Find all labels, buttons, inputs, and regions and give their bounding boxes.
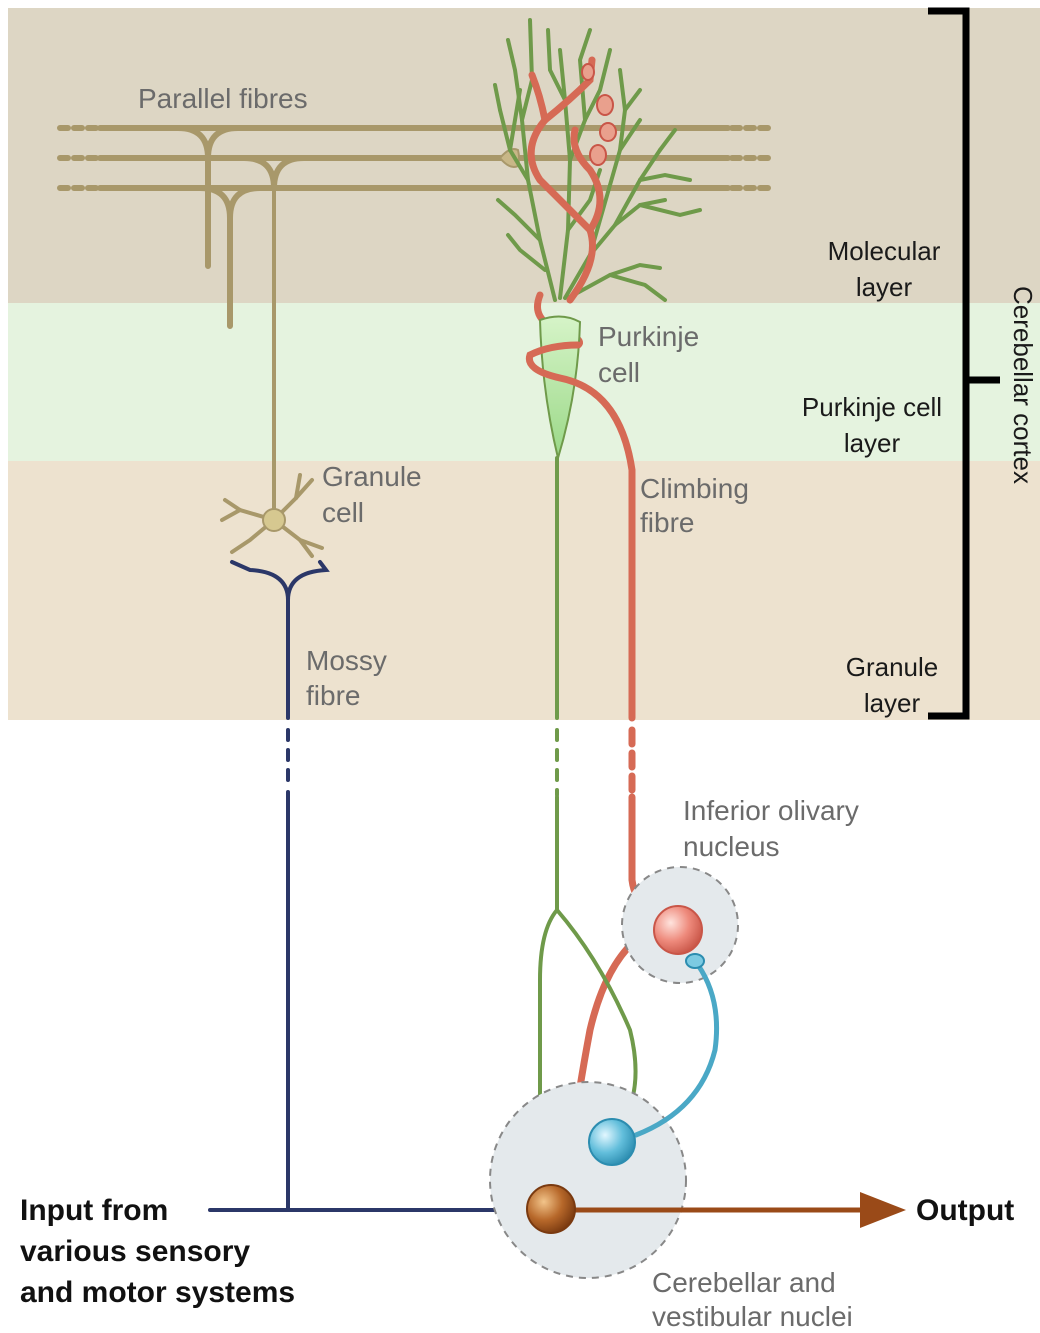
inferior-olivary-label-1: Inferior olivary bbox=[683, 795, 859, 826]
input-label-2: various sensory bbox=[20, 1235, 250, 1268]
purkinje-layer-label-1: Purkinje cell bbox=[802, 392, 942, 422]
cerebellar-nuclei-label-1: Cerebellar and bbox=[652, 1267, 836, 1298]
cerebellar-cortex-label: Cerebellar cortex bbox=[1008, 286, 1038, 484]
output-arrowhead bbox=[860, 1192, 906, 1228]
output-label: Output bbox=[916, 1194, 1014, 1227]
granule-cell-label-2: cell bbox=[322, 497, 364, 528]
granule-layer-label-2: layer bbox=[864, 688, 921, 718]
granule-layer-label-1: Granule bbox=[846, 652, 939, 682]
inferior-olivary-neuron bbox=[654, 906, 702, 954]
cerebellar-nuclei-region bbox=[490, 1082, 686, 1278]
purkinje-layer-label-2: layer bbox=[844, 428, 901, 458]
molecular-layer-label-2: layer bbox=[856, 272, 913, 302]
climbing-fibre-label-2: fibre bbox=[640, 507, 694, 538]
input-label-3: and motor systems bbox=[20, 1276, 295, 1309]
parallel-fibres-label: Parallel fibres bbox=[138, 83, 308, 114]
climbing-fibre-label-1: Climbing bbox=[640, 473, 749, 504]
output-neuron bbox=[527, 1185, 575, 1233]
molecular-layer-label-1: Molecular bbox=[828, 236, 941, 266]
blue-neuron-terminal bbox=[686, 954, 704, 968]
blue-neuron bbox=[589, 1119, 635, 1165]
granule-cell-label-1: Granule bbox=[322, 461, 422, 492]
cerebellar-nuclei-label-2: vestibular nuclei bbox=[652, 1301, 853, 1332]
input-label-1: Input from bbox=[20, 1194, 168, 1227]
mossy-fibre-label-1: Mossy bbox=[306, 645, 387, 676]
purkinje-cell-label-2: cell bbox=[598, 357, 640, 388]
purkinje-cell-label-1: Purkinje bbox=[598, 321, 699, 352]
mossy-fibre-label-2: fibre bbox=[306, 680, 360, 711]
inferior-olivary-label-2: nucleus bbox=[683, 831, 780, 862]
